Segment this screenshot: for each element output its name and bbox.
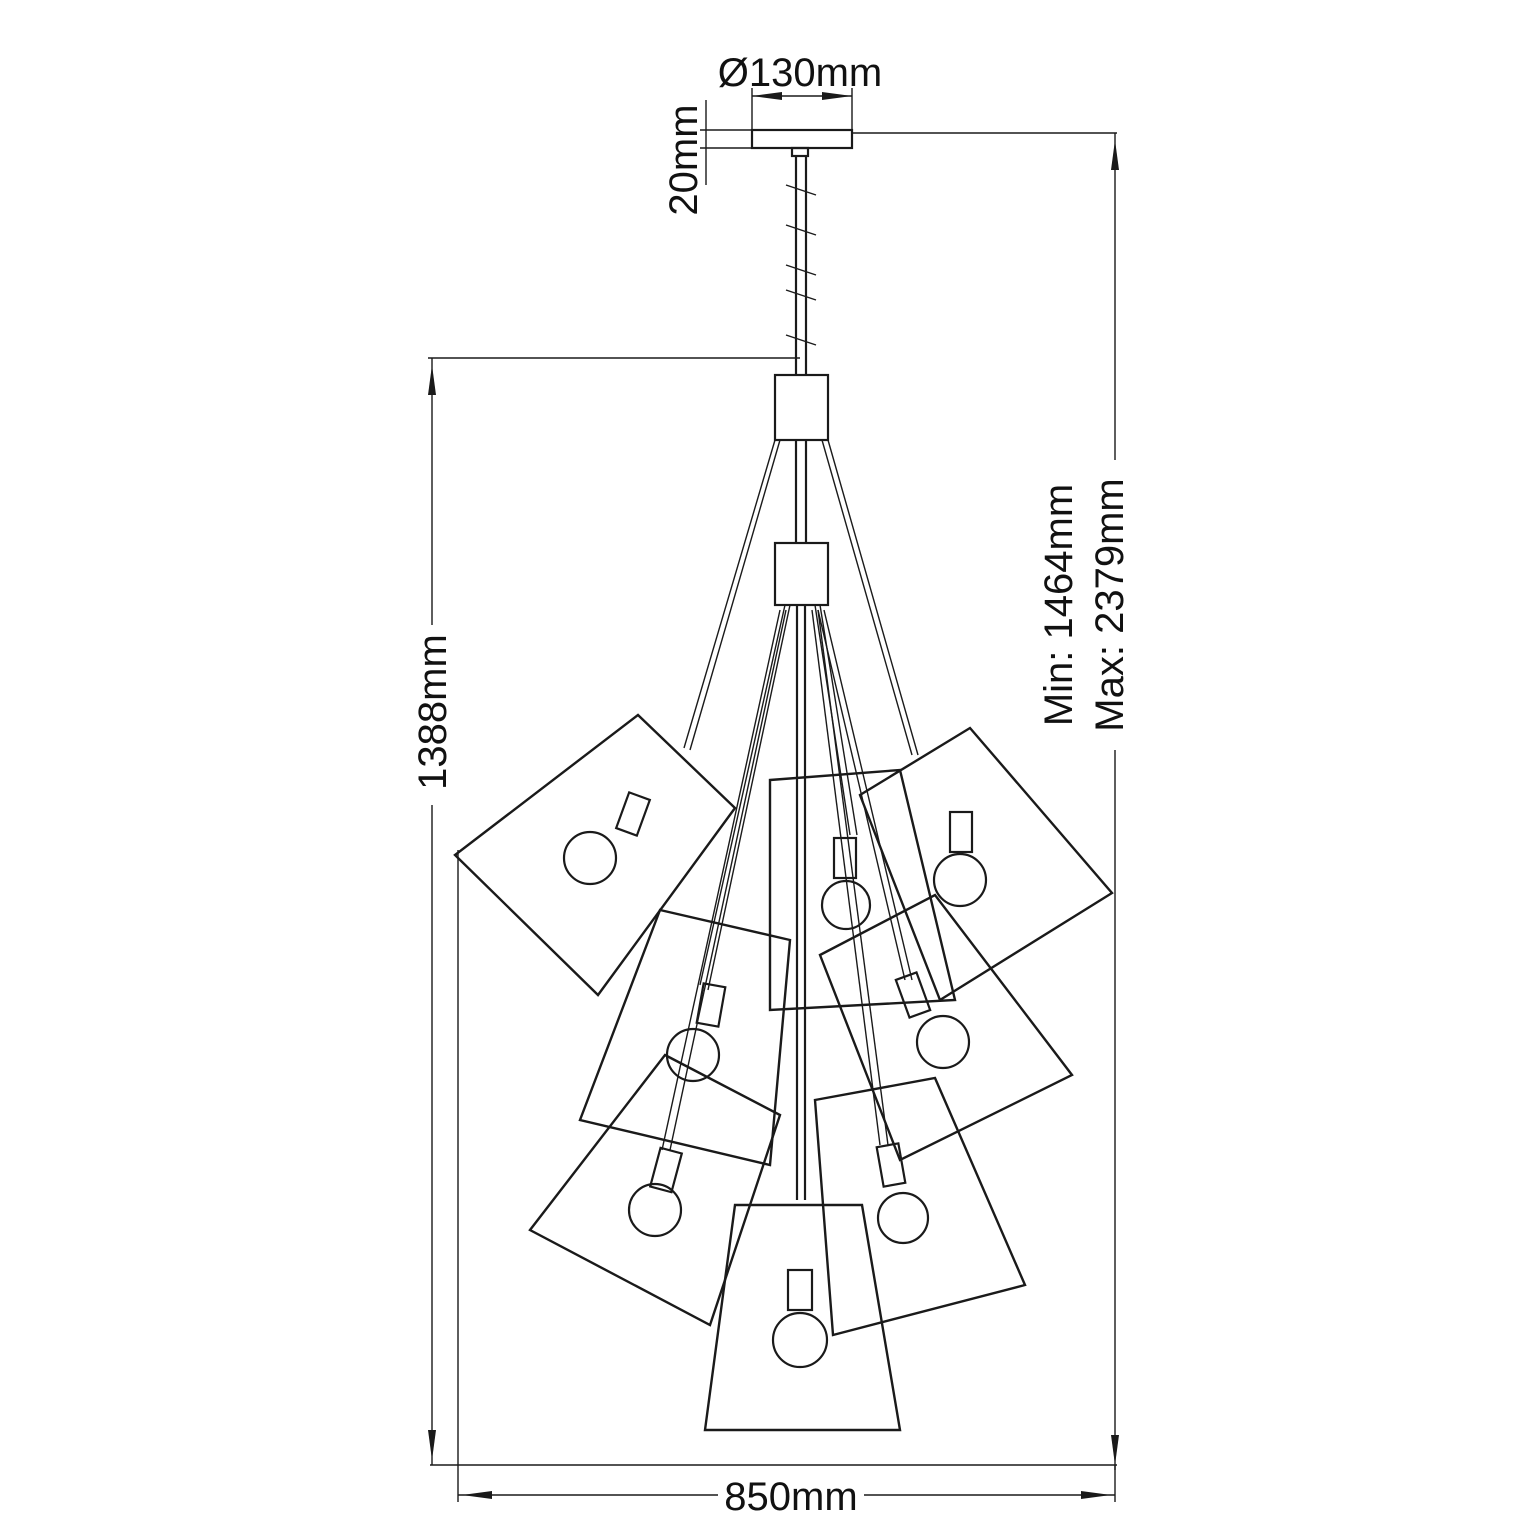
bulb-icon [820, 836, 872, 931]
shade-7 [813, 1076, 1027, 1337]
overall-height-dimension: Min: 1464mm Max: 2379mm [430, 132, 1132, 1470]
canopy-height-dimension: 20mm [662, 100, 752, 216]
canopy-height-label: 20mm [662, 104, 706, 215]
canopy-diameter-label: Ø130mm [718, 51, 883, 95]
bulb-icon [665, 982, 727, 1083]
bulb-icon [875, 1142, 930, 1245]
canopy-diameter-dimension: Ø130mm [718, 51, 883, 130]
shade-4 [578, 908, 792, 1167]
shade-8 [703, 1203, 902, 1432]
bulbs [562, 790, 988, 1369]
shade-5 [818, 893, 1074, 1162]
bulb-icon [771, 1268, 829, 1369]
bulb-icon [562, 790, 652, 886]
bulb-icon [627, 1146, 684, 1238]
body-height-dimension: 1388mm [410, 357, 800, 1465]
shade-3 [768, 768, 957, 1012]
lamp-shades [453, 713, 1114, 1432]
width-label: 850mm [724, 1475, 857, 1519]
body-height-label: 1388mm [411, 634, 455, 790]
max-height-label: Max: 2379mm [1088, 478, 1132, 731]
ceiling-canopy [750, 128, 854, 158]
shade-2 [858, 726, 1114, 1002]
shade-1 [453, 713, 737, 997]
min-height-label: Min: 1464mm [1037, 484, 1081, 726]
central-hub [773, 373, 830, 1200]
suspension-wires [661, 439, 919, 1151]
width-dimension: 850mm [457, 850, 1116, 1519]
bulb-icon [894, 971, 971, 1070]
bulb-icon [932, 810, 988, 908]
shade-6 [528, 1053, 782, 1327]
suspension-chain [785, 156, 817, 375]
